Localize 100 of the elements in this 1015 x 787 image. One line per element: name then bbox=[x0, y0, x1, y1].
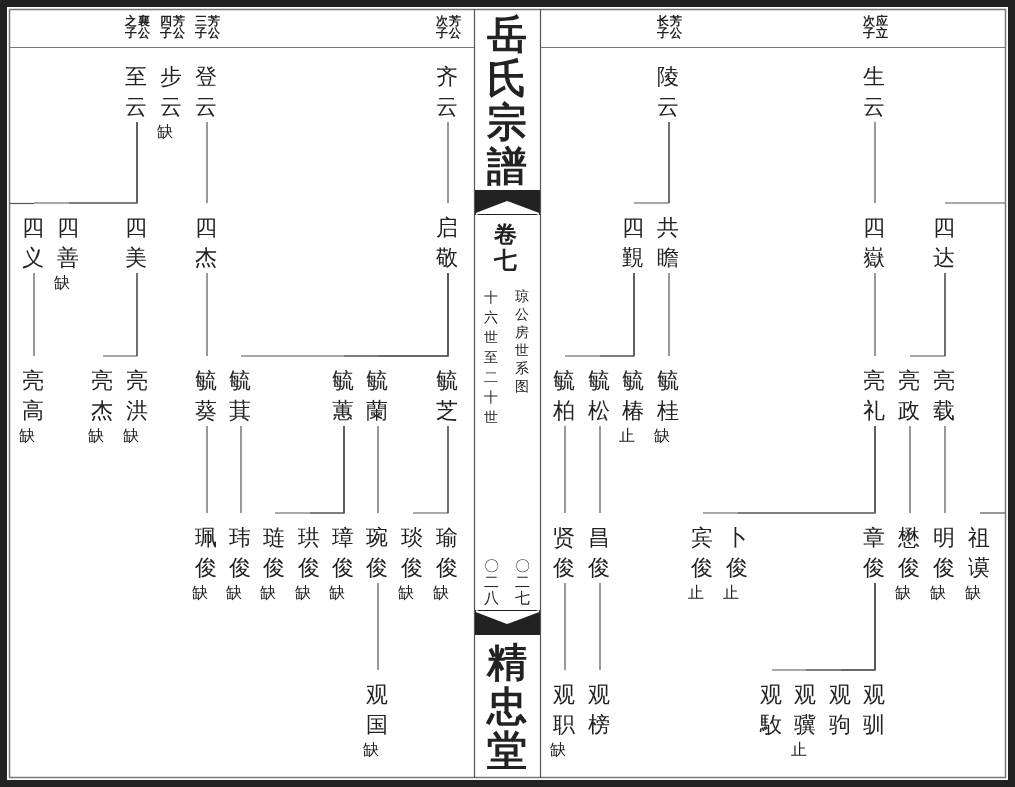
status-note: 缺 bbox=[19, 426, 35, 445]
person-name: 毓萁 bbox=[229, 367, 252, 425]
status-note: 止 bbox=[723, 583, 739, 602]
status-note: 缺 bbox=[157, 122, 173, 141]
lineage-line bbox=[412, 425, 449, 514]
lineage-line bbox=[206, 272, 208, 357]
person-name: 亮杰 bbox=[91, 367, 114, 425]
person-name: 琬俊 bbox=[366, 524, 389, 582]
person-name: 明俊 bbox=[933, 524, 956, 582]
person-name: 毓蕙 bbox=[332, 367, 355, 425]
column-heading: 襄公之子 bbox=[125, 15, 150, 39]
person-name: 四覲 bbox=[622, 214, 645, 272]
person-name: 毓桂 bbox=[657, 367, 680, 425]
person-name: 亮高 bbox=[22, 367, 45, 425]
lineage-line bbox=[206, 425, 208, 514]
person-name: 毓芝 bbox=[436, 367, 459, 425]
status-note: 缺 bbox=[329, 583, 345, 602]
person-name: 四善 bbox=[57, 214, 80, 272]
person-name: 观骥 bbox=[794, 681, 817, 739]
lineage-line bbox=[102, 272, 138, 357]
status-note: 缺 bbox=[260, 583, 276, 602]
volume-label: 卷七 bbox=[494, 221, 517, 273]
person-name: 登云 bbox=[195, 63, 218, 121]
person-name: 卜俊 bbox=[726, 524, 749, 582]
column-heading: 芳公四子 bbox=[160, 15, 185, 39]
person-name: 琏俊 bbox=[263, 524, 286, 582]
column-heading: 芳公三子 bbox=[195, 15, 220, 39]
person-name: 陵云 bbox=[657, 63, 680, 121]
spine-text: 琼公房世系图 bbox=[515, 287, 529, 395]
status-note: 缺 bbox=[54, 273, 70, 292]
person-name: 琰俊 bbox=[401, 524, 424, 582]
status-note: 止 bbox=[791, 740, 807, 759]
person-name: 祖谟 bbox=[968, 524, 991, 582]
person-name: 四美 bbox=[125, 214, 148, 272]
lineage-line bbox=[874, 272, 876, 357]
person-name: 亮礼 bbox=[863, 367, 886, 425]
person-name: 观国 bbox=[366, 681, 389, 739]
person-name: 毓柏 bbox=[553, 367, 576, 425]
column-heading: 应立次子 bbox=[863, 15, 888, 39]
lineage-line bbox=[33, 272, 35, 357]
status-note: 缺 bbox=[88, 426, 104, 445]
person-name: 宾俊 bbox=[691, 524, 714, 582]
person-name: 璋俊 bbox=[332, 524, 355, 582]
person-name: 珙俊 bbox=[298, 524, 321, 582]
lineage-line bbox=[874, 121, 876, 204]
status-note: 缺 bbox=[895, 583, 911, 602]
person-name: 共瞻 bbox=[657, 214, 680, 272]
book-title: 岳氏宗譜 bbox=[487, 12, 527, 188]
spine-text: 十六世至二十世 bbox=[484, 288, 498, 427]
lineage-line bbox=[702, 425, 876, 514]
person-name: 昌俊 bbox=[588, 524, 611, 582]
person-name: 步云 bbox=[160, 63, 183, 121]
hall-name: 精忠堂 bbox=[487, 640, 527, 772]
lineage-line bbox=[240, 425, 242, 514]
person-name: 亮政 bbox=[898, 367, 921, 425]
person-name: 毓松 bbox=[588, 367, 611, 425]
status-note: 止 bbox=[619, 426, 635, 445]
person-name: 四杰 bbox=[195, 214, 218, 272]
lineage-line bbox=[599, 425, 601, 514]
page-number: 〇二七 bbox=[515, 558, 530, 606]
status-note: 缺 bbox=[363, 740, 379, 759]
person-name: 毓葵 bbox=[195, 367, 218, 425]
person-name: 启敬 bbox=[436, 214, 459, 272]
person-name: 章俊 bbox=[863, 524, 886, 582]
person-name: 珮俊 bbox=[195, 524, 218, 582]
person-name: 四嶽 bbox=[863, 214, 886, 272]
lineage-line bbox=[633, 121, 670, 204]
lineage-line bbox=[564, 272, 635, 357]
page-number: 〇二八 bbox=[484, 558, 499, 606]
status-note: 缺 bbox=[226, 583, 242, 602]
person-name: 玮俊 bbox=[229, 524, 252, 582]
lineage-line bbox=[33, 121, 138, 204]
status-note: 缺 bbox=[192, 583, 208, 602]
column-heading: 芳公次子 bbox=[436, 15, 461, 39]
person-name: 生云 bbox=[863, 63, 886, 121]
person-name: 观榜 bbox=[588, 681, 611, 739]
column-heading: 芳公长子 bbox=[657, 15, 682, 39]
status-note: 缺 bbox=[550, 740, 566, 759]
lineage-line bbox=[979, 512, 1006, 514]
person-name: 至云 bbox=[125, 63, 148, 121]
lineage-line bbox=[944, 202, 1006, 204]
lineage-line bbox=[447, 121, 449, 204]
person-name: 观驯 bbox=[863, 681, 886, 739]
status-note: 缺 bbox=[398, 583, 414, 602]
lineage-line bbox=[274, 425, 345, 514]
lineage-line bbox=[564, 425, 566, 514]
person-name: 四达 bbox=[933, 214, 956, 272]
status-note: 缺 bbox=[295, 583, 311, 602]
person-name: 懋俊 bbox=[898, 524, 921, 582]
status-note: 缺 bbox=[965, 583, 981, 602]
status-note: 缺 bbox=[930, 583, 946, 602]
status-note: 缺 bbox=[433, 583, 449, 602]
lineage-line bbox=[377, 425, 379, 514]
person-name: 观职 bbox=[553, 681, 576, 739]
lineage-line bbox=[377, 582, 379, 671]
status-note: 止 bbox=[688, 583, 704, 602]
status-note: 缺 bbox=[654, 426, 670, 445]
lineage-line bbox=[909, 272, 946, 357]
person-name: 毓椿 bbox=[622, 367, 645, 425]
lineage-line bbox=[206, 121, 208, 204]
